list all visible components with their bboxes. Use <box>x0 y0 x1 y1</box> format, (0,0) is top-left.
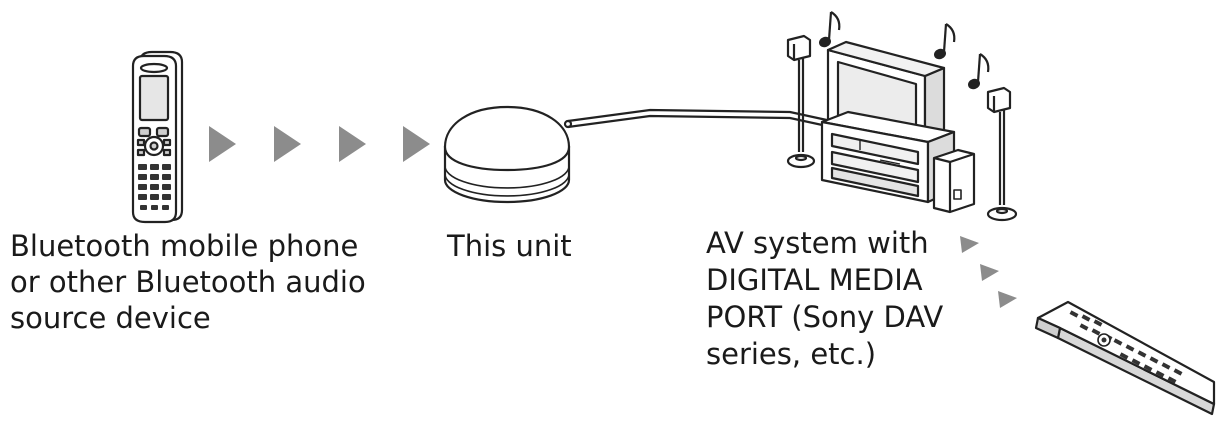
remote-arrow-1 <box>960 236 979 253</box>
remote-arrow-3 <box>998 291 1017 308</box>
remote-arrow-2 <box>980 264 999 281</box>
left-speaker <box>786 34 816 169</box>
bluetooth-receiver-icon <box>443 105 573 204</box>
phone-label-line-3: source device <box>10 301 211 335</box>
av-label-line-4: series, etc.) <box>706 337 877 371</box>
mobile-phone-icon <box>131 50 184 224</box>
arrow-1 <box>209 126 236 162</box>
cable <box>567 108 837 130</box>
music-note-3 <box>968 53 990 90</box>
phone-label: Bluetooth mobile phone or other Bluetoot… <box>10 228 366 336</box>
av-system-icon <box>786 34 1018 222</box>
unit-label: This unit <box>447 228 572 264</box>
av-label-line-2: DIGITAL MEDIA <box>706 263 923 297</box>
right-speaker <box>986 86 1018 222</box>
arrow-3 <box>339 126 366 162</box>
remote-control-icon <box>1034 300 1216 416</box>
av-rack <box>820 110 956 204</box>
music-note-2 <box>934 23 956 60</box>
subwoofer <box>932 148 976 214</box>
arrow-2 <box>274 126 301 162</box>
av-label-line-3: PORT (Sony DAV <box>706 300 944 334</box>
music-note-1 <box>819 11 841 48</box>
phone-label-line-1: Bluetooth mobile phone <box>10 229 359 263</box>
av-label: AV system with DIGITAL MEDIA PORT (Sony … <box>706 225 943 373</box>
arrow-4 <box>403 126 430 162</box>
wireless-arrows <box>209 126 430 162</box>
remote-arrows <box>960 236 1017 308</box>
av-label-line-1: AV system with <box>706 226 929 260</box>
phone-label-line-2: or other Bluetooth audio <box>10 265 366 299</box>
music-note-icon <box>819 11 990 90</box>
unit-label-line-1: This unit <box>447 229 572 263</box>
